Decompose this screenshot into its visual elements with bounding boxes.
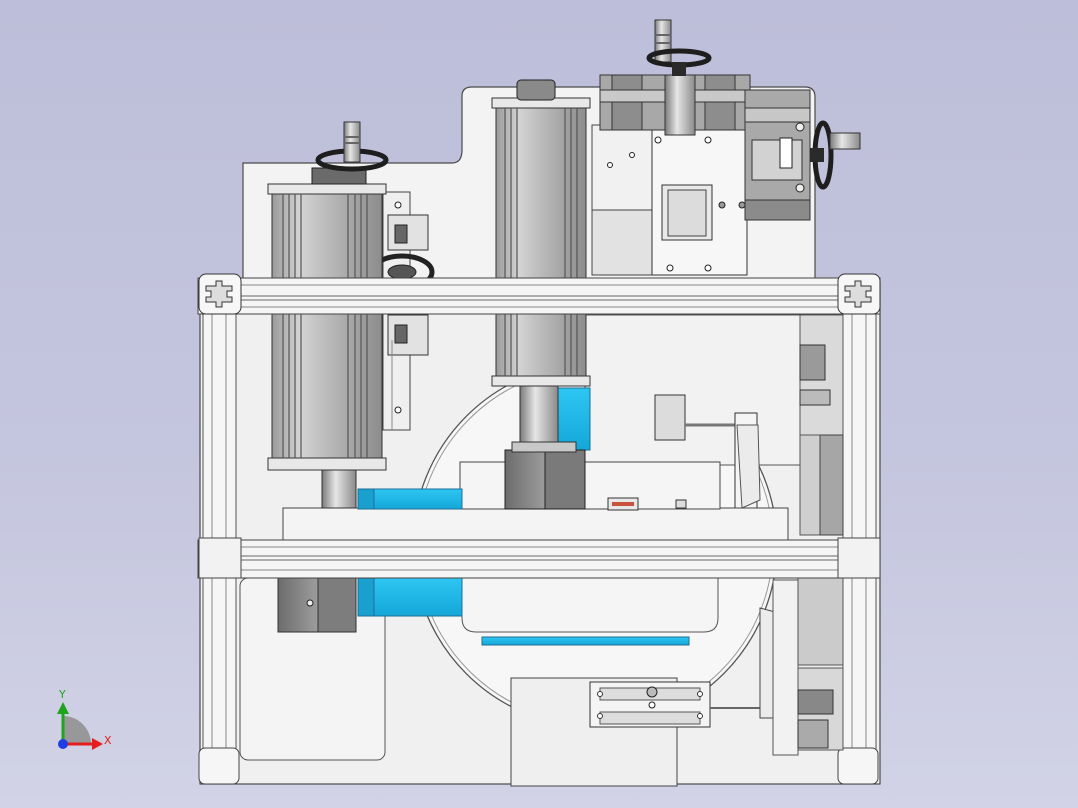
y-axis-label: Y <box>59 688 66 701</box>
right-gearbox-head[interactable] <box>591 74 811 276</box>
left-servo-motor[interactable] <box>267 183 387 471</box>
coordinate-triad <box>57 702 103 750</box>
center-servo-motor[interactable] <box>491 97 591 387</box>
handwheel-top-right[interactable] <box>646 19 712 76</box>
center-motor-shaft <box>519 385 559 447</box>
aluminum-profile-rail-top[interactable] <box>197 277 881 315</box>
x-axis-label: X <box>104 734 112 747</box>
blue-slot <box>481 636 690 646</box>
handwheel-right[interactable] <box>810 120 861 190</box>
left-motor-shaft <box>321 469 357 509</box>
worktable-plate[interactable] <box>282 507 789 541</box>
handwheel-left-top[interactable] <box>315 121 389 172</box>
aluminum-profile-rail-middle[interactable] <box>197 539 881 579</box>
blue-clamp-center[interactable] <box>554 387 591 451</box>
z-axis-dot <box>58 739 68 749</box>
blue-clamp-lower[interactable] <box>357 577 463 617</box>
